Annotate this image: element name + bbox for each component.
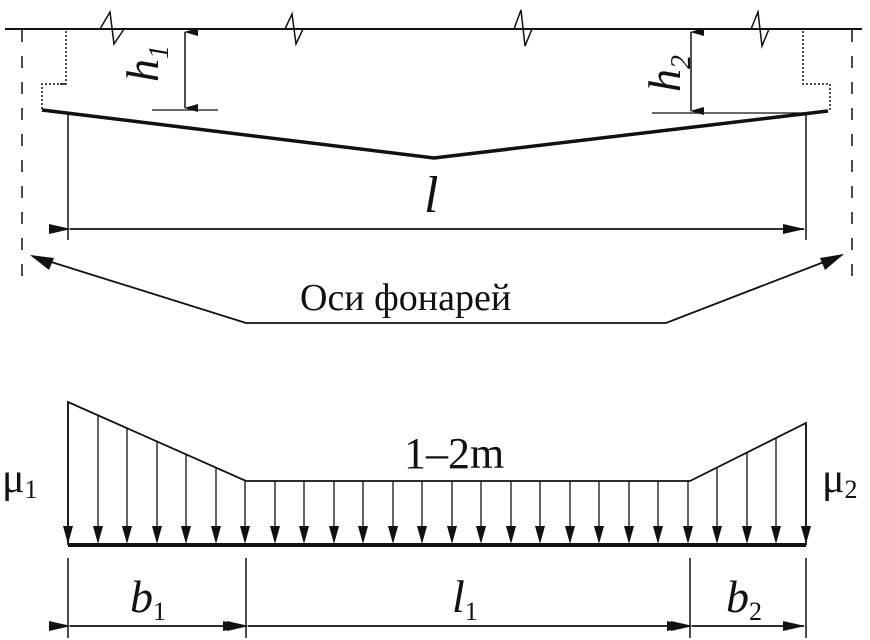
load-arrow-head [329,526,339,544]
roof-section [5,9,862,324]
load-arrow-head [270,526,280,544]
load-arrow-head [240,526,250,544]
load-arrow-head [152,526,162,544]
load-arrow-head [93,526,103,544]
right-skylight [802,31,831,110]
load-arrow-head [447,526,457,544]
break-mark [750,9,770,49]
valley-line [41,108,829,160]
load-arrow-head [358,526,368,544]
skylight-axes-label: Оси фонарей [300,277,511,319]
load-arrow-head [624,526,634,544]
break-mark [99,9,125,47]
axes-leader [31,254,843,324]
mu1-label: μ1 [2,456,38,504]
load-arrow-head [476,526,486,544]
load-arrow-head [211,526,221,544]
break-mark [513,9,533,47]
middle-load-label: 1–2m [404,429,504,478]
load-arrow-head [712,526,722,544]
b2-label: b2 [726,571,762,626]
b1-label: b1 [130,571,166,626]
h2-label: h2 [639,55,697,92]
load-arrow-head [122,526,132,544]
load-diagram [49,400,811,638]
load-arrow-head [771,526,781,544]
load-arrow-head [801,526,811,544]
load-arrow-head [388,526,398,544]
mu2-label: μ2 [822,456,858,504]
load-arrow-head [299,526,309,544]
load-arrow-head [181,526,191,544]
span-label: l [424,167,438,224]
load-arrow-head [683,526,693,544]
load-arrows [63,402,811,544]
load-arrow-head [653,526,663,544]
load-arrow-head [506,526,516,544]
load-arrow-head [594,526,604,544]
h1-label: h1 [117,45,175,82]
break-mark [284,11,304,47]
load-arrow-head [63,526,73,544]
l1-label: l1 [452,571,478,626]
load-arrow-head [565,526,575,544]
load-arrow-head [742,526,752,544]
load-arrow-head [535,526,545,544]
left-skylight [41,31,67,110]
load-arrow-head [417,526,427,544]
